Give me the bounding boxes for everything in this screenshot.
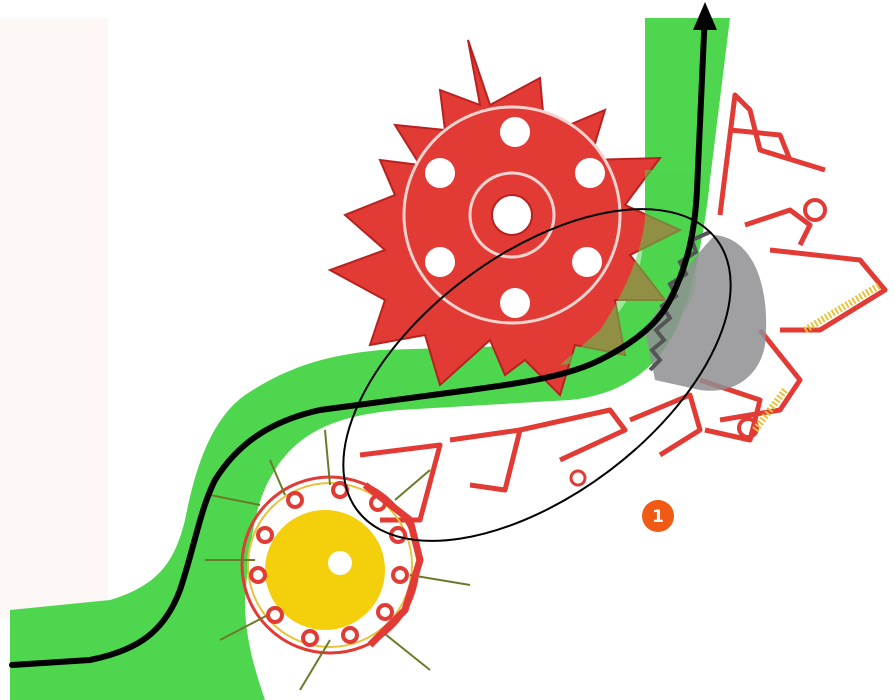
rotor-hub [492,195,532,235]
rotor-hole [425,247,455,277]
pickup-hub [328,551,352,575]
rotor-hole [425,158,455,188]
callout-marker: 1 [642,500,674,532]
marker-label: 1 [652,507,664,527]
rotor-hole [500,117,530,147]
rotor-hole [572,247,602,277]
rotor-hole [575,158,605,188]
spring-upper [805,285,880,330]
frame-pivot [805,200,825,220]
frame-pivot [571,471,585,485]
rotor-hole [500,288,530,318]
flow-arrowhead [693,2,717,30]
left-background-panel [0,18,108,618]
